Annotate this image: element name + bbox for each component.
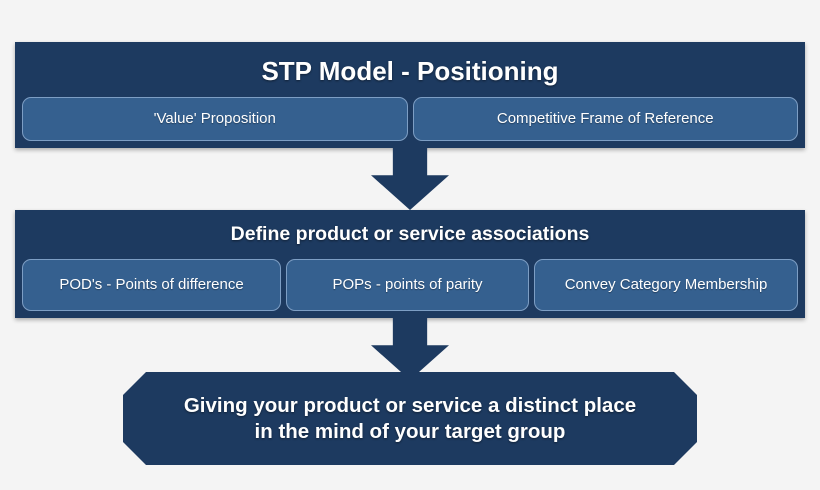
conclusion-line-1: Giving your product or service a distinc…	[183, 393, 637, 417]
down-arrow-icon	[371, 318, 449, 380]
positioning-block: STP Model - Positioning 'Value' Proposit…	[15, 42, 805, 148]
positioning-title: STP Model - Positioning	[261, 56, 559, 86]
subbox-value-proposition[interactable]: 'Value' Proposition	[22, 97, 408, 141]
associations-subbox-row: POD's - Points of difference POPs - poin…	[22, 259, 798, 311]
associations-title: Define product or service associations	[230, 223, 590, 245]
positioning-subbox-row: 'Value' Proposition Competitive Frame of…	[22, 97, 798, 141]
subbox-points-of-parity[interactable]: POPs - points of parity	[286, 259, 529, 311]
subbox-competitive-frame-of-reference[interactable]: Competitive Frame of Reference	[412, 97, 798, 141]
subbox-convey-category-membership[interactable]: Convey Category Membership	[534, 259, 798, 311]
conclusion-line-2: in the mind of your target group	[254, 419, 566, 443]
subbox-points-of-difference[interactable]: POD's - Points of difference	[22, 259, 281, 311]
down-arrow-icon	[371, 148, 449, 210]
associations-block: Define product or service associations P…	[15, 210, 805, 318]
conclusion-block: Giving your product or service a distinc…	[123, 372, 697, 465]
conclusion-text: Giving your product or service a distinc…	[158, 393, 662, 445]
